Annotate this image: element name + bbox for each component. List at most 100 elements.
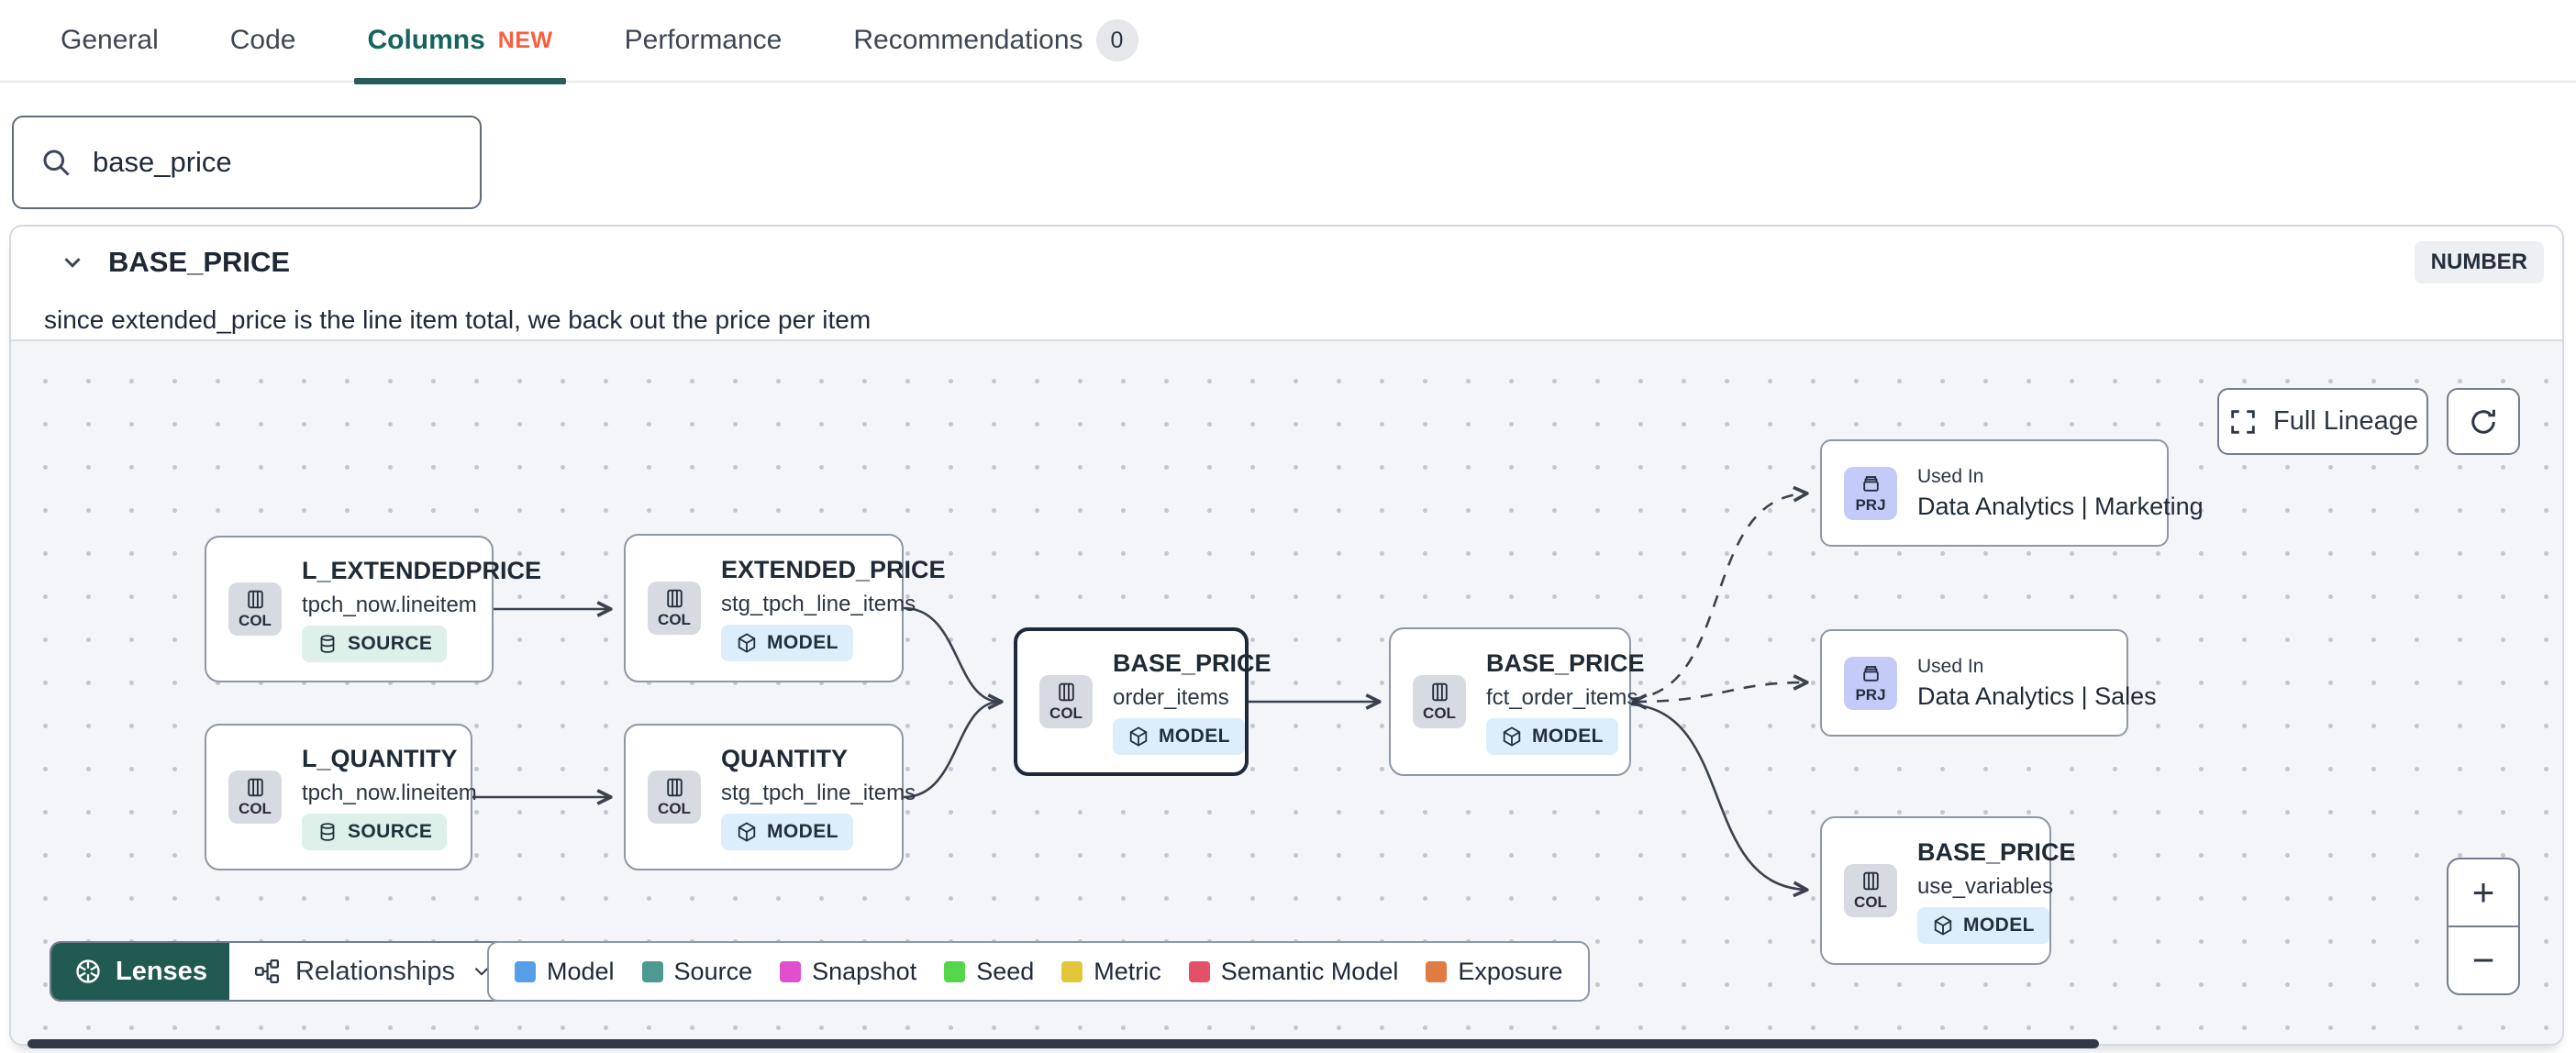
column-panel: BASE_PRICE NUMBER since extended_price i… bbox=[9, 225, 2564, 1046]
node-subtitle: stg_tpch_line_items bbox=[721, 591, 916, 616]
lineage-node-l-extendedprice[interactable]: COL L_EXTENDEDPRICE tpch_now.lineitem SO… bbox=[205, 536, 541, 682]
legend-swatch bbox=[1188, 960, 1210, 982]
column-description: since extended_price is the line item to… bbox=[44, 305, 872, 334]
refresh-icon bbox=[2471, 409, 2495, 434]
node-subtitle: use_variables bbox=[1917, 873, 2054, 899]
column-icon: COL bbox=[228, 582, 282, 636]
zoom-out-button[interactable]: − bbox=[2471, 938, 2495, 981]
lineage-node-base-price-fct-order-items[interactable]: COL BASE_PRICE fct_order_items MODEL bbox=[1389, 627, 1645, 776]
cube-icon bbox=[738, 632, 756, 653]
search-value: base_price bbox=[93, 146, 232, 178]
project-icon: PRJ bbox=[1844, 656, 1897, 710]
tab-recommendations[interactable]: Recommendations 0 bbox=[853, 0, 1138, 82]
legend-item-source: Source bbox=[641, 958, 752, 986]
node-title: QUANTITY bbox=[721, 744, 848, 772]
tab-general[interactable]: General bbox=[61, 0, 159, 82]
node-title: L_EXTENDEDPRICE bbox=[302, 556, 542, 584]
column-icon: COL bbox=[1844, 864, 1897, 917]
database-icon bbox=[320, 822, 335, 841]
used-in-label: Used In bbox=[1917, 465, 1984, 487]
node-title: BASE_PRICE bbox=[1486, 648, 1645, 677]
cube-icon bbox=[1129, 726, 1148, 747]
source-badge: SOURCE bbox=[302, 813, 448, 850]
lineage-node-base-price-use-variables[interactable]: COL BASE_PRICE use_variables MODEL bbox=[1820, 816, 2076, 965]
node-subtitle: fct_order_items bbox=[1486, 684, 1638, 710]
model-badge: MODEL bbox=[1917, 906, 2049, 944]
model-badge: MODEL bbox=[721, 813, 853, 850]
lineage-node-used-in-marketing[interactable]: PRJ Used In Data Analytics | Marketing bbox=[1820, 439, 2204, 547]
project-icon: PRJ bbox=[1844, 466, 1897, 520]
model-badge: MODEL bbox=[1486, 717, 1618, 755]
legend-swatch bbox=[1061, 960, 1083, 982]
column-icon: COL bbox=[1039, 675, 1093, 728]
node-subtitle: tpch_now.lineitem bbox=[302, 592, 477, 617]
column-icon: COL bbox=[1413, 675, 1466, 728]
tab-code[interactable]: Code bbox=[230, 0, 296, 82]
expand-icon bbox=[2231, 409, 2255, 434]
aperture-icon bbox=[76, 959, 100, 983]
chevron-down-icon[interactable] bbox=[59, 249, 86, 276]
hierarchy-icon bbox=[254, 959, 279, 983]
tab-label: General bbox=[61, 25, 159, 55]
cube-icon bbox=[1934, 914, 1952, 936]
zoom-in-button[interactable]: + bbox=[2448, 859, 2518, 927]
cube-icon bbox=[1503, 726, 1521, 747]
search-icon bbox=[43, 150, 70, 176]
source-badge: SOURCE bbox=[302, 625, 448, 662]
lineage-node-l-quantity[interactable]: COL L_QUANTITY tpch_now.lineitem SOURCE bbox=[205, 724, 477, 870]
new-badge: NEW bbox=[497, 27, 553, 53]
project-title: Data Analytics | Marketing bbox=[1917, 492, 2204, 520]
node-title: BASE_PRICE bbox=[1113, 648, 1271, 677]
lineage-node-used-in-sales[interactable]: PRJ Used In Data Analytics | Sales bbox=[1820, 629, 2157, 737]
node-subtitle: stg_tpch_line_items bbox=[721, 780, 916, 805]
column-icon: COL bbox=[648, 770, 701, 824]
lenses-button[interactable]: Lenses bbox=[51, 943, 229, 1000]
model-badge: MODEL bbox=[721, 624, 853, 661]
node-title: EXTENDED_PRICE bbox=[721, 555, 946, 583]
legend-swatch bbox=[641, 960, 663, 982]
column-search-input[interactable]: base_price bbox=[12, 116, 482, 209]
legend-swatch bbox=[515, 960, 536, 982]
chevron-down-icon bbox=[474, 968, 489, 976]
node-title: BASE_PRICE bbox=[1917, 837, 2076, 866]
legend-item-model: Model bbox=[515, 958, 615, 986]
node-title: L_QUANTITY bbox=[302, 744, 458, 772]
lineage-node-extended-price[interactable]: COL EXTENDED_PRICE stg_tpch_line_items M… bbox=[624, 534, 946, 682]
project-title: Data Analytics | Sales bbox=[1917, 682, 2157, 710]
horizontal-scrollbar[interactable] bbox=[28, 1039, 2099, 1048]
zoom-controls: + − bbox=[2447, 858, 2520, 995]
lineage-edges bbox=[472, 341, 2562, 1046]
node-subtitle: tpch_now.lineitem bbox=[302, 780, 477, 805]
column-panel-header[interactable]: BASE_PRICE NUMBER bbox=[11, 227, 2562, 298]
model-badge: MODEL bbox=[1113, 717, 1245, 755]
lineage-node-quantity[interactable]: COL QUANTITY stg_tpch_line_items MODEL bbox=[624, 724, 916, 870]
node-subtitle: order_items bbox=[1113, 684, 1229, 710]
column-name: BASE_PRICE bbox=[108, 246, 291, 278]
legend-item-metric: Metric bbox=[1061, 958, 1161, 986]
tab-label: Performance bbox=[624, 25, 783, 55]
legend-item-exposure: Exposure bbox=[1426, 958, 1562, 986]
tab-label: Code bbox=[229, 25, 296, 55]
refresh-button[interactable] bbox=[2447, 388, 2520, 455]
tab-label: Recommendations bbox=[853, 25, 1083, 55]
recommendations-count-badge: 0 bbox=[1095, 19, 1138, 61]
legend-swatch bbox=[944, 960, 966, 982]
legend-item-snapshot: Snapshot bbox=[780, 958, 916, 986]
relationships-dropdown[interactable]: Relationships bbox=[229, 943, 517, 1000]
tab-bar: General Code Columns NEW Performance Rec… bbox=[0, 0, 2576, 84]
legend-swatch bbox=[1426, 960, 1448, 982]
lineage-legend: Model Source Snapshot Seed Metric Semant… bbox=[487, 941, 1591, 1002]
column-type-badge: NUMBER bbox=[2414, 241, 2544, 283]
legend-swatch bbox=[780, 960, 802, 982]
full-lineage-button[interactable]: Full Lineage bbox=[2217, 388, 2428, 455]
tab-performance[interactable]: Performance bbox=[625, 0, 783, 82]
lineage-node-base-price-order-items[interactable]: COL BASE_PRICE order_items MODEL bbox=[1014, 627, 1271, 776]
cube-icon bbox=[738, 821, 756, 842]
column-icon: COL bbox=[228, 770, 282, 824]
tab-label: Columns bbox=[367, 25, 485, 55]
column-icon: COL bbox=[648, 582, 701, 635]
legend-item-seed: Seed bbox=[944, 958, 1034, 986]
lineage-canvas[interactable]: COL L_EXTENDEDPRICE tpch_now.lineitem SO… bbox=[11, 339, 2562, 1046]
tab-columns[interactable]: Columns NEW bbox=[354, 0, 566, 84]
database-icon bbox=[320, 634, 335, 653]
